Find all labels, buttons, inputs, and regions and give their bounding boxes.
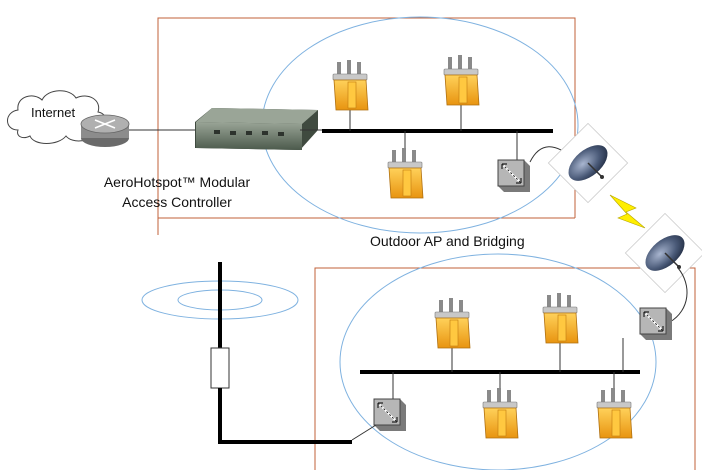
access-point-icon [482,387,519,439]
outdoor-bridging-label: Outdoor AP and Bridging [370,233,525,249]
internet-label: Internet [31,105,76,120]
access-point-icon [542,292,579,344]
controller-label-line2: Access Controller [122,194,232,210]
bridge-icon [497,159,531,193]
access-point-icon [387,147,424,199]
controller-label-line1: AeroHotspot™ Modular [103,174,251,190]
coverage-ellipse-bottom [339,253,657,470]
tower-antenna-icon [210,262,352,444]
access-point-icon [332,59,369,111]
access-point-icon [596,387,633,439]
controller-icon [195,108,318,150]
site-border-top [157,17,576,235]
tower-bridge-link [351,424,377,441]
bridge-icon [373,398,407,432]
controller-label: AeroHotspot™ Modular Access Controller [84,172,270,212]
access-point-icon [434,297,471,349]
bridge-icon [639,307,673,341]
access-point-icon [443,54,480,106]
dish-antenna-icon [547,122,629,204]
dish-bridge-cable [669,267,688,323]
site-border-bottom [314,267,696,470]
router-icon [80,114,130,147]
lightning-bolt-icon [609,194,646,229]
